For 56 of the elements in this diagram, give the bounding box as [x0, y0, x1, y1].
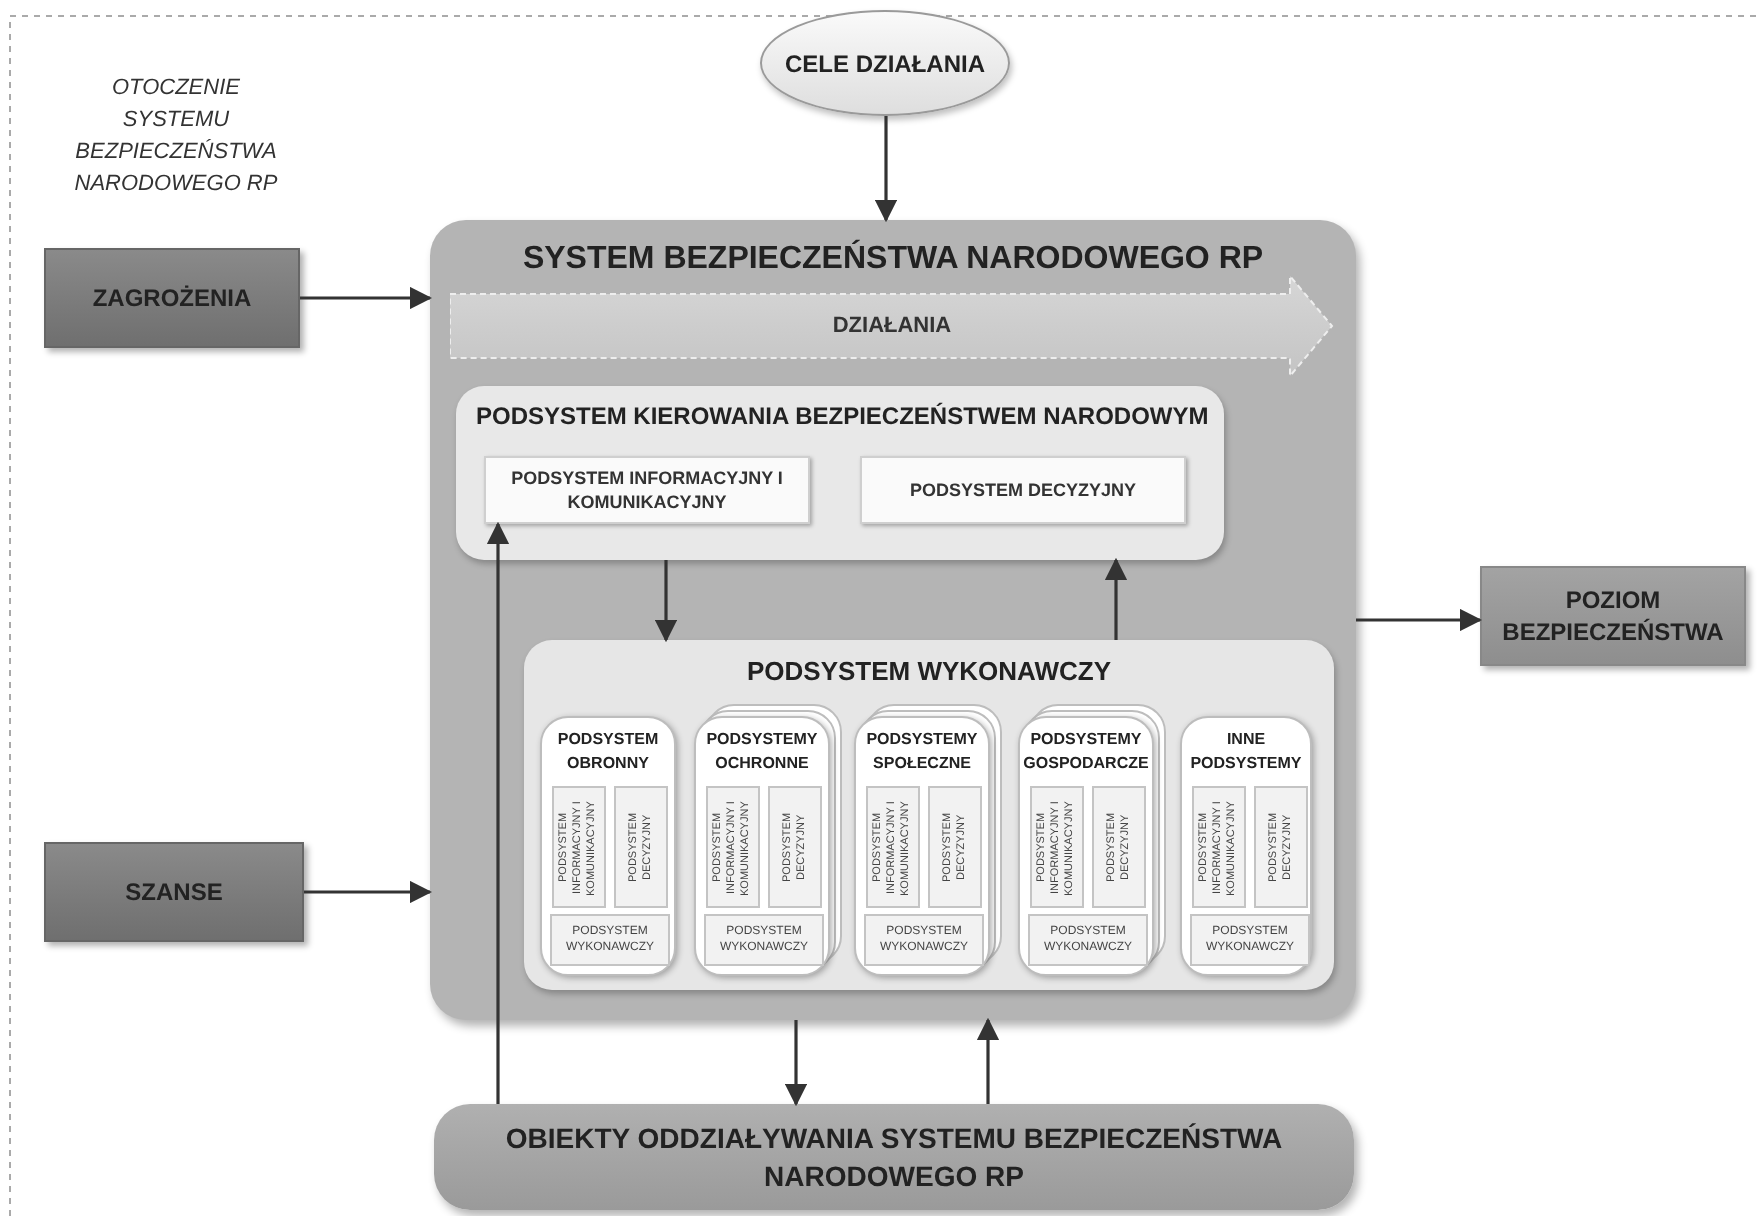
subsystem-box — [864, 914, 984, 966]
node-label: PODSYSTEM KIEROWANIA BEZPIECZEŃSTWEM NARODOWYM — [476, 400, 1209, 434]
arrow — [486, 521, 510, 1104]
node-label: PODSYSTEM INFORMACYJNY I KOMUNIKACYJNY — [509, 466, 785, 514]
node-label: DZIAŁANIA — [832, 311, 952, 342]
execution-panel — [524, 640, 1334, 990]
subsystem-box — [1092, 786, 1146, 908]
output-box — [1480, 566, 1746, 666]
subsystem-card — [1180, 716, 1312, 976]
arrow — [300, 286, 433, 310]
node-label: PODSYSTEMY OCHRONNE — [704, 728, 820, 776]
arrow — [1104, 557, 1128, 640]
subsystem-box — [550, 914, 670, 966]
node-label: SZANSE — [125, 876, 223, 910]
arrow — [976, 1017, 1000, 1104]
node-label: PODSYSTEM WYKONAWCZY — [744, 654, 1113, 690]
subsystem-box — [552, 786, 606, 908]
node-label: PODSYSTEM DECYZYJNY — [907, 478, 1139, 502]
arrow — [1356, 608, 1483, 632]
subsystem-box — [1028, 914, 1148, 966]
node-label: CELE DZIAŁANIA — [785, 47, 985, 81]
subsystem-box — [1190, 914, 1310, 966]
arrow — [784, 1020, 808, 1107]
arrow — [304, 880, 433, 904]
management-panel — [456, 386, 1224, 560]
subsystem-card — [540, 716, 676, 976]
node-label: ZAGROŻENIA — [92, 282, 252, 316]
node-label: POZIOM BEZPIECZEŃSTWA — [1500, 584, 1726, 648]
action-arrow-band — [450, 274, 1334, 378]
subsystem-box — [706, 786, 760, 908]
system-panel — [430, 220, 1356, 1020]
subsystem-card — [854, 716, 990, 976]
node-label: SYSTEM BEZPIECZEŃSTWA NARODOWEGO RP — [520, 237, 1266, 280]
input-box — [44, 842, 304, 942]
subsystem-box — [866, 786, 920, 908]
subsystem-card — [694, 716, 830, 976]
subsystem-box — [614, 786, 668, 908]
arrow — [654, 560, 678, 643]
subsystem-box — [928, 786, 982, 908]
subsystem-box — [1254, 786, 1308, 908]
node-label: PODSYSTEMY GOSPODARCZE — [1021, 728, 1151, 776]
environment-label: OTOCZENIE SYSTEMU BEZPIECZEŃSTWA NARODOWEGO RP — [72, 74, 280, 200]
arrow — [874, 116, 898, 223]
subsystem-card — [1018, 716, 1154, 976]
node-label: PODSYSTEMY SPOŁECZNE — [864, 728, 980, 776]
node-label: OBIEKTY ODDZIAŁYWANIA SYSTEMU BEZPIECZEŃSTWA NARODOWEGO RP — [503, 1119, 1285, 1195]
subsystem-box — [768, 786, 822, 908]
impact-objects-box — [434, 1104, 1354, 1210]
subsystem-box — [484, 456, 810, 524]
node-label: INNE PODSYSTEMY — [1188, 728, 1304, 776]
subsystem-box — [704, 914, 824, 966]
node-label: PODSYSTEM OBRONNY — [555, 728, 661, 776]
subsystem-box — [860, 456, 1186, 524]
subsystem-box — [1192, 786, 1246, 908]
input-box — [44, 248, 300, 348]
subsystem-box — [1030, 786, 1084, 908]
